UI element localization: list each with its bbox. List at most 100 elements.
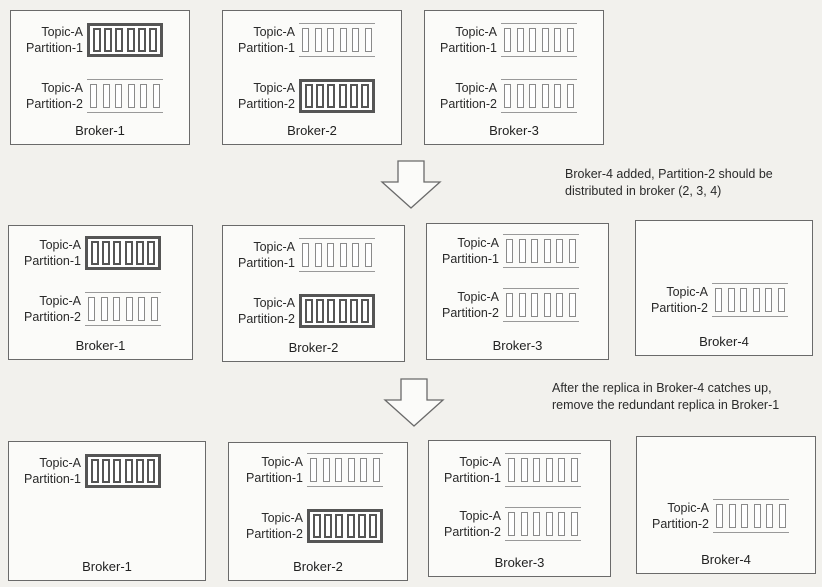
log-segment xyxy=(347,458,355,482)
log-segment xyxy=(127,84,135,108)
log-segment xyxy=(349,84,358,108)
log-segment xyxy=(360,458,368,482)
log-segment xyxy=(314,28,322,52)
log-segment xyxy=(339,28,347,52)
down-arrow-icon xyxy=(380,160,442,209)
log-segment xyxy=(88,297,95,321)
log-segment xyxy=(314,243,322,267)
log-segment xyxy=(516,28,524,52)
partition-name: Partition-1 xyxy=(238,41,295,55)
log-segment xyxy=(90,84,97,108)
log-segment xyxy=(115,84,123,108)
log-segment xyxy=(520,512,528,536)
topic-name: Topic-A xyxy=(253,81,295,95)
broker-label: Broker-1 xyxy=(82,559,132,574)
log-segment xyxy=(568,239,576,263)
partition-name: Partition-2 xyxy=(246,527,303,541)
log-segment xyxy=(777,288,785,312)
log-segment xyxy=(566,84,574,108)
log-segment xyxy=(504,84,511,108)
broker-label: Broker-3 xyxy=(492,338,543,353)
log-segment xyxy=(102,84,110,108)
log-segment xyxy=(516,84,524,108)
log-segment xyxy=(570,458,578,482)
partition-name: Partition-1 xyxy=(238,256,295,270)
broker-1-box-row3: Topic-A Partition-1 Broker-1 xyxy=(8,441,206,581)
note-line: distributed in broker (2, 3, 4) xyxy=(565,184,722,198)
log-segment xyxy=(533,512,541,536)
leader-replica-log xyxy=(85,236,161,270)
log-segment xyxy=(541,84,549,108)
log-segment xyxy=(728,504,736,528)
log-segment xyxy=(504,28,511,52)
log-segment xyxy=(138,297,146,321)
follower-replica-log xyxy=(501,23,577,57)
log-segment xyxy=(338,84,347,108)
broker-label: Broker-4 xyxy=(699,334,749,349)
log-segment xyxy=(506,239,513,263)
log-segment xyxy=(104,28,113,52)
log-segment xyxy=(570,512,578,536)
log-segment xyxy=(518,239,526,263)
log-segment xyxy=(327,243,335,267)
note-line: Broker-4 added, Partition-2 should be xyxy=(565,167,773,181)
log-segment xyxy=(360,299,369,323)
log-segment xyxy=(727,288,735,312)
log-segment xyxy=(327,84,336,108)
topic-name: Topic-A xyxy=(41,25,83,39)
log-segment xyxy=(91,459,99,483)
log-segment xyxy=(740,288,748,312)
topic-name: Topic-A xyxy=(39,456,81,470)
log-segment xyxy=(508,458,515,482)
follower-replica-log xyxy=(503,288,579,322)
follower-replica-log xyxy=(712,283,788,317)
partition-name: Partition-2 xyxy=(442,306,499,320)
down-arrow-icon xyxy=(383,378,445,427)
partition-name: Partition-2 xyxy=(238,312,295,326)
partition-name: Partition-1 xyxy=(444,471,501,485)
broker-label: Broker-4 xyxy=(701,552,751,567)
topic-name: Topic-A xyxy=(41,81,83,95)
log-segment xyxy=(146,459,155,483)
log-segment xyxy=(93,28,101,52)
follower-replica-log xyxy=(299,23,375,57)
log-segment xyxy=(556,239,564,263)
log-segment xyxy=(506,293,513,317)
log-segment xyxy=(305,84,313,108)
follower-replica-log xyxy=(505,453,581,487)
log-segment xyxy=(529,84,537,108)
log-segment xyxy=(100,297,108,321)
log-segment xyxy=(545,458,553,482)
log-segment xyxy=(338,299,347,323)
follower-replica-log xyxy=(85,292,161,326)
log-segment xyxy=(124,241,133,265)
topic-name: Topic-A xyxy=(666,285,708,299)
log-segment xyxy=(335,458,343,482)
topic-name: Topic-A xyxy=(253,25,295,39)
log-segment xyxy=(360,84,369,108)
step2-note: After the replica in Broker-4 catches up… xyxy=(552,380,779,414)
log-segment xyxy=(508,512,515,536)
log-segment xyxy=(556,293,564,317)
log-segment xyxy=(316,84,325,108)
log-segment xyxy=(372,458,380,482)
log-segment xyxy=(310,458,317,482)
log-segment xyxy=(520,458,528,482)
partition-name: Partition-1 xyxy=(24,472,81,486)
log-segment xyxy=(316,299,325,323)
partition-1-replica: Topic-A Partition-1 xyxy=(19,454,161,488)
